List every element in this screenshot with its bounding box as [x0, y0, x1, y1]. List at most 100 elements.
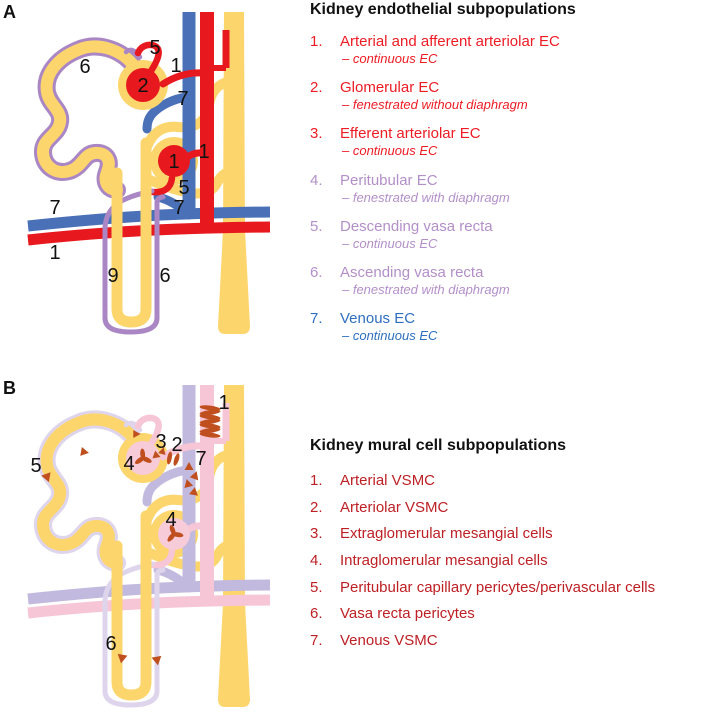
vasa-recta-pericyte-cells	[117, 653, 162, 666]
diagram-number: 2	[137, 75, 148, 97]
panel-b-vessels	[27, 385, 271, 708]
legend-item-label: Arteriolar VSMC	[340, 499, 449, 516]
legend-item-label: Extraglomerular mesangial cells	[340, 525, 553, 542]
legend-item-sub: – continuous EC	[342, 328, 438, 343]
diagram-number: 7	[177, 88, 188, 110]
afferent-arteriole-upper	[159, 442, 207, 461]
legend-item-label: Peritubular EC	[340, 172, 438, 189]
legend-item-label: Glomerular EC	[340, 79, 440, 96]
diagram-number: 1	[198, 141, 209, 163]
panel-b-legend: Kidney mural cell subpopulations 1.Arter…	[308, 430, 706, 718]
legend-item-number: 6.	[310, 605, 323, 622]
diagram-number: 5	[178, 177, 189, 199]
efferent-arteriole-upper	[134, 414, 162, 448]
arteriolar-vsmc-cells	[166, 451, 180, 466]
panel-a-diagram: 5 1 6 2 7 1 1 5 7 7 1 9 6	[27, 12, 271, 335]
legend-item-sub: – continuous EC	[342, 51, 438, 66]
legend-item: 7. Venous VSMC	[310, 632, 438, 649]
legend-a-title: Kidney endothelial subpopulations	[310, 1, 576, 18]
legend-item: 5. Peritubular capillary pericytes/periva…	[310, 579, 655, 596]
diagram-number: 4	[165, 509, 176, 531]
panel-a-legend: Kidney endothelial subpopulations 1. Arte…	[308, 0, 706, 360]
legend-item-number: 4.	[310, 552, 323, 569]
legend-item-number: 3.	[310, 525, 323, 542]
convoluted-tubule	[37, 40, 140, 196]
peritubular-pericyte-cells	[41, 429, 141, 483]
panel-a-vessels	[27, 12, 271, 335]
diagram-number: 5	[30, 455, 41, 477]
legend-item-number: 4.	[310, 172, 323, 189]
legend-item-label: Venous EC	[340, 310, 416, 327]
panel-b-numbers: 1 3 2 4 7 5 4 6	[30, 392, 229, 655]
legend-item-number: 7.	[310, 632, 323, 649]
arcuate-vein	[27, 579, 271, 605]
legend-item-number: 1.	[310, 472, 323, 489]
legend-item: 1. Arterial VSMC	[310, 472, 435, 489]
legend-item: 7. Venous EC	[310, 310, 415, 327]
diagram-number: 1	[170, 55, 181, 77]
legend-item: 4. Peritubular EC	[310, 172, 438, 189]
legend-item-number: 5.	[310, 579, 323, 596]
legend-item: 5.Descending vasa recta	[310, 218, 493, 235]
intraglomerular-mesangial-cells-lower	[167, 525, 184, 542]
connecting-tubule	[141, 76, 236, 155]
connecting-tubule	[141, 449, 236, 528]
diagram-number: 6	[105, 633, 116, 655]
legend-item-number: 3.	[310, 125, 323, 142]
diagram-number: 7	[173, 197, 184, 219]
venous-branch-upper	[142, 92, 192, 134]
legend-item-number: 1.	[310, 33, 323, 50]
legend-item: 3. Efferent arteriolar EC	[310, 125, 481, 142]
legend-item-label: Peritubular capillary pericytes/perivasc…	[340, 579, 656, 596]
arcuate-artery	[27, 594, 271, 619]
legend-item: 1. Arterial and afferent arteriolar EC	[310, 33, 560, 50]
afferent-arteriole-upper	[159, 69, 207, 88]
venous-vsmc-cells	[184, 462, 199, 496]
legend-item-label: Arterial VSMC	[340, 472, 436, 489]
legend-item-sub: – continuous EC	[342, 143, 438, 158]
arcuate-artery	[27, 221, 271, 246]
panel-b-diagram: 1 3 2 4 7 5 4 6	[27, 385, 271, 708]
legend-item-label: Descending vasa recta	[340, 218, 493, 235]
legend-item-label: Intraglomerular mesangial cells	[340, 552, 548, 569]
legend-item-number: 6.	[310, 264, 323, 281]
diagram-number: 5	[149, 37, 160, 59]
diagram-number: 2	[171, 434, 182, 456]
legend-item-sub: – fenestrated with diaphragm	[342, 282, 510, 297]
legend-item: 2.Arteriolar VSMC	[310, 499, 448, 516]
legend-item: 3. Extraglomerular mesangial cells	[310, 525, 553, 542]
diagram-number: 3	[155, 431, 166, 453]
loop-of-henle	[111, 137, 152, 328]
venous-branch-upper	[142, 465, 192, 507]
intraglomerular-mesangial-cells-upper	[135, 448, 152, 465]
efferent-arteriole-upper	[134, 41, 162, 75]
diagram-number: 7	[49, 197, 60, 219]
legend-item-number: 7.	[310, 310, 323, 327]
diagram-number: 6	[79, 56, 90, 78]
extraglomerular-mesangial-cells	[152, 447, 166, 459]
panel-a-letter: A	[3, 2, 16, 22]
glomerulus-lower	[158, 145, 190, 177]
arcuate-vein	[27, 206, 271, 232]
diagram-number: 6	[159, 265, 170, 287]
diagram-number: 7	[195, 448, 206, 470]
panel-a-numbers: 5 1 6 2 7 1 1 5 7 7 1 9 6	[49, 37, 209, 287]
legend-item-number: 2.	[310, 79, 323, 96]
legend-item-sub: – fenestrated with diaphragm	[342, 190, 510, 205]
legend-item: 4. Intraglomerular mesangial cells	[310, 552, 548, 569]
legend-item-sub: – fenestrated without diaphragm	[342, 97, 528, 112]
diagram-number: 1	[218, 392, 229, 414]
convoluted-tubule	[37, 413, 140, 569]
efferent-arteriole-lower	[149, 547, 176, 569]
legend-item-label: Efferent arteriolar EC	[340, 125, 481, 142]
panel-b-mural-cells	[41, 405, 221, 666]
legend-item-sub: – continuous EC	[342, 236, 438, 251]
glomerulus-upper	[126, 68, 160, 102]
legend-item: 2. Glomerular EC	[310, 79, 439, 96]
diagram-number: 9	[107, 265, 118, 287]
legend-item-label: Arterial and afferent arteriolar EC	[340, 33, 560, 50]
panel-b-letter: B	[3, 378, 16, 398]
legend-item: 6.Ascending vasa recta	[310, 264, 483, 281]
legend-item-label: Venous VSMC	[340, 632, 438, 649]
